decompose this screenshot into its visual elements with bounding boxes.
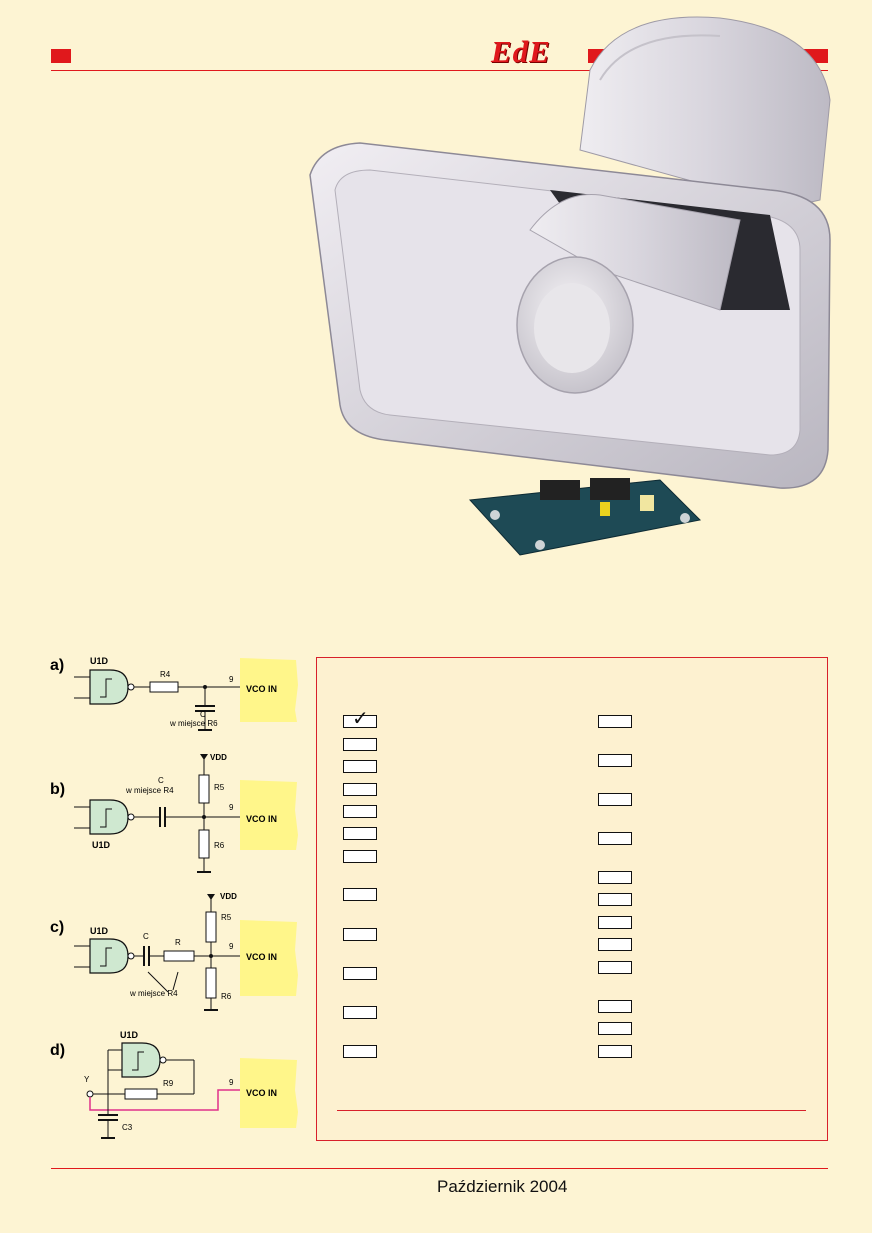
cap-c-label: C [200,710,206,719]
checkbox-6[interactable] [343,827,377,840]
checkbox-5[interactable] [343,805,377,818]
label-d: d) [50,1042,65,1059]
c3-label: C3 [122,1123,133,1132]
nand-gate-c [89,938,129,974]
circuit-diagrams: a) U1D R4 C w miejsce R6 9 VCO IN b) U1D… [50,656,298,1139]
r5-label-c: R5 [221,913,232,922]
footer-date: Październik 2004 [437,1177,568,1196]
siren-horn-photo [309,16,831,556]
checkbox-4[interactable] [343,783,377,796]
vco-in-box-b [240,780,298,850]
checkbox-20[interactable] [598,938,632,951]
y-node-label: Y [84,1075,90,1084]
checkbox-7[interactable] [343,850,377,863]
nand-gate-d [121,1042,161,1078]
note-c: w miejsce R4 [129,989,178,998]
vco-in-box-c [240,920,298,996]
vco-in-box-a [240,658,298,722]
nand-gate-b [89,799,129,835]
label-a: a) [50,657,64,674]
gate-b-label: U1D [92,840,111,850]
circuit-a: a) U1D R4 C w miejsce R6 9 VCO IN [50,656,298,731]
r6-label-b: R6 [214,841,225,850]
checklist-panel [316,657,828,1141]
checkbox-18[interactable] [598,893,632,906]
header-rule [51,70,828,71]
gate-d-label: U1D [120,1030,139,1040]
pcb-board [468,478,702,556]
checkbox-15[interactable] [598,793,632,806]
cap-c-label-b: C [158,776,164,785]
header-accent-left [51,49,71,63]
vco-label-d: VCO IN [246,1088,277,1098]
footer-rule [51,1168,828,1169]
panel-divider [337,1110,806,1111]
pin-label-b: 9 [229,803,234,812]
note-b: w miejsce R4 [125,786,174,795]
checkbox-11[interactable] [343,1006,377,1019]
checkbox-23[interactable] [598,1022,632,1035]
r4-label: R4 [160,670,171,679]
vdd-label-b: VDD [210,753,227,762]
checkbox-12[interactable] [343,1045,377,1058]
vdd-label-c: VDD [220,892,237,901]
checkbox-1[interactable]: ✓ [343,708,377,728]
vco-in-box-d [240,1058,298,1128]
pin-label: 9 [229,675,234,684]
magazine-logo: EdE [491,34,551,70]
checkbox-14[interactable] [598,754,632,767]
checkbox-8[interactable] [343,888,377,901]
checkbox-21[interactable] [598,961,632,974]
checkmark-icon: ✓ [352,706,369,730]
checkbox-19[interactable] [598,916,632,929]
logo-text: EdE [491,34,551,69]
pin-label-c: 9 [229,942,234,951]
r6-label-c: R6 [221,992,232,1001]
note-a: w miejsce R6 [169,719,218,728]
checkbox-16[interactable] [598,832,632,845]
checkbox-9[interactable] [343,928,377,941]
checkbox-22[interactable] [598,1000,632,1013]
checkbox-17[interactable] [598,871,632,884]
checkbox-3[interactable] [343,760,377,773]
vco-label-b: VCO IN [246,814,277,824]
vco-label-a: VCO IN [246,684,277,694]
r9-label: R9 [163,1079,174,1088]
gate-a-label: U1D [90,656,109,666]
circuit-c: c) U1D C R w miejsce R4 VDD R5 R6 9 VCO … [50,892,298,1011]
label-c: c) [50,919,64,936]
label-b: b) [50,781,65,798]
gate-c-label: U1D [90,926,109,936]
checkbox-24[interactable] [598,1045,632,1058]
circuit-b: b) U1D C w miejsce R4 VDD R5 R6 9 VCO IN [50,753,298,873]
vco-label-c: VCO IN [246,952,277,962]
r5-label-b: R5 [214,783,225,792]
checkbox-13[interactable] [598,715,632,728]
circuit-d: d) U1D R9 Y C3 9 VCO IN [50,1030,298,1139]
cap-c-label-c: C [143,932,149,941]
checkbox-2[interactable] [343,738,377,751]
resistor-r4-a [149,681,179,693]
nand-gate-a [89,669,129,705]
checkbox-10[interactable] [343,967,377,980]
pin-label-d: 9 [229,1078,234,1087]
r-label-c: R [175,938,181,947]
